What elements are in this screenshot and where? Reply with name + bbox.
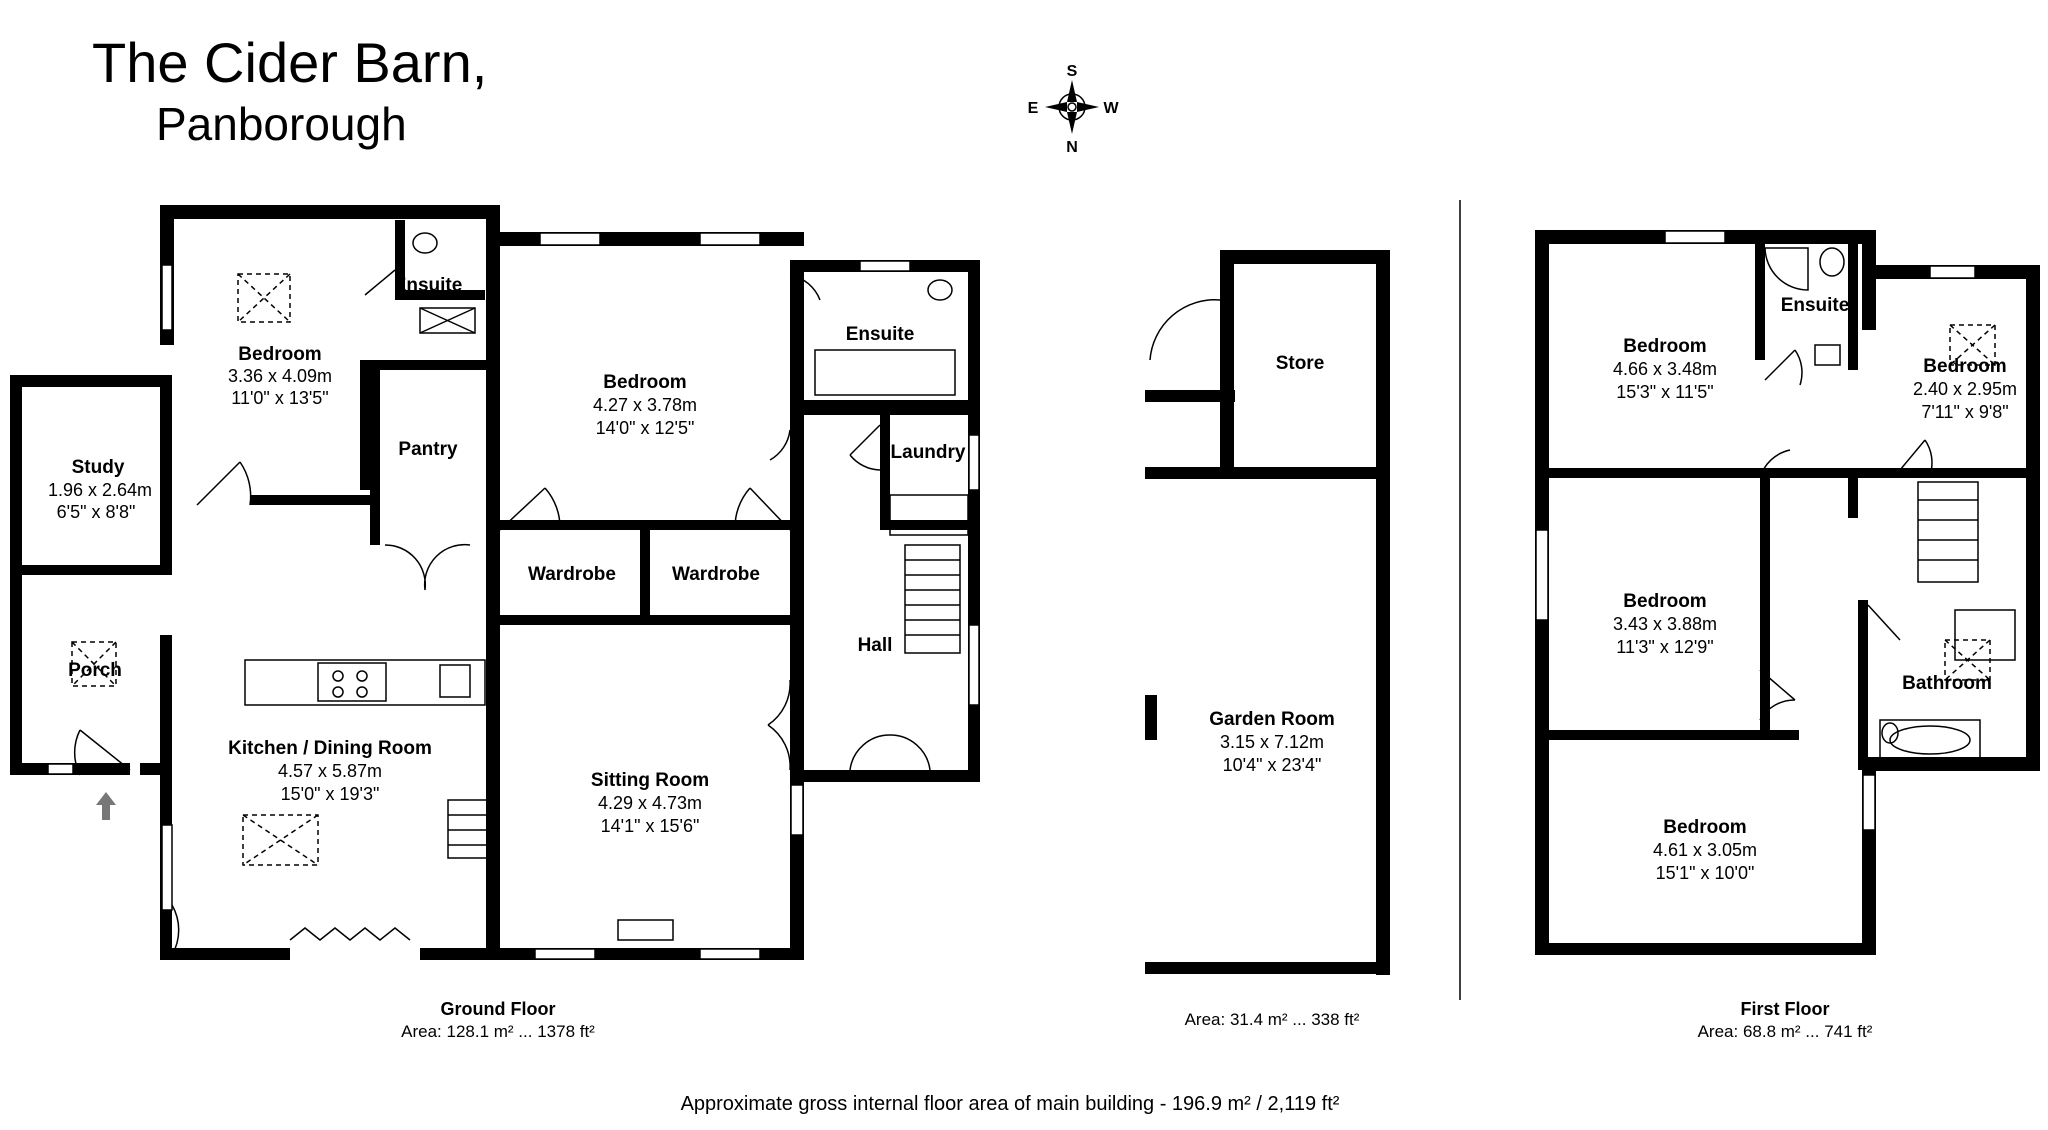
window	[1664, 230, 1726, 244]
title-line2: Panborough	[156, 98, 407, 150]
ground-floor-label: Ground Floor	[441, 999, 556, 1019]
room-metric-bedroom-c: 3.43 x 3.88m	[1613, 614, 1717, 634]
outbuilding-walls	[1145, 250, 1390, 975]
room-imperial-bedroom-2: 14'0" x 12'5"	[596, 418, 695, 438]
window	[699, 232, 761, 246]
room-name-wardrobe-2: Wardrobe	[672, 564, 760, 585]
room-name-ensuite-1: Ensuite	[394, 275, 463, 296]
door-swing	[1149, 299, 1221, 361]
room-imperial-bedroom-a: 15'3" x 11'5"	[1616, 382, 1713, 402]
room-name-bedroom-b: Bedroom	[1923, 356, 2006, 377]
compass-s: S	[1067, 63, 1078, 80]
room-metric-kitchen: 4.57 x 5.87m	[278, 761, 382, 781]
ground-floor-area: Area: 128.1 m² ... 1378 ft²	[401, 1022, 595, 1041]
door-swings	[73, 269, 931, 776]
entrance-arrow-icon	[96, 792, 116, 820]
room-name-bedroom-1: Bedroom	[238, 344, 321, 365]
first-floor-walls	[1535, 230, 2040, 955]
window	[161, 264, 173, 331]
room-imperial-bedroom-1: 11'0" x 13'5"	[231, 388, 328, 408]
room-imperial-garden: 10'4" x 23'4"	[1223, 755, 1322, 775]
room-metric-bedroom-a: 4.66 x 3.48m	[1613, 359, 1717, 379]
window	[968, 624, 980, 706]
room-name-ensuite-ff: Ensuite	[1781, 295, 1850, 316]
room-name-laundry: Laundry	[891, 442, 966, 463]
room-metric-garden: 3.15 x 7.12m	[1220, 732, 1324, 752]
room-name-bedroom-2: Bedroom	[603, 372, 686, 393]
compass-w: W	[1103, 100, 1119, 117]
window	[968, 434, 980, 491]
room-name-wardrobe-1: Wardrobe	[528, 564, 616, 585]
window	[47, 763, 74, 775]
first-floor-label: First Floor	[1741, 999, 1830, 1019]
window	[1929, 265, 1976, 279]
room-name-pantry: Pantry	[398, 439, 458, 460]
compass-e: E	[1028, 100, 1039, 117]
window	[1535, 529, 1549, 621]
room-name-bedroom-d: Bedroom	[1663, 817, 1746, 838]
room-name-bedroom-c: Bedroom	[1623, 591, 1706, 612]
room-metric-bedroom-b: 2.40 x 2.95m	[1913, 379, 2017, 399]
room-name-store: Store	[1276, 353, 1325, 374]
window	[534, 948, 596, 960]
window	[161, 824, 173, 911]
room-name-porch: Porch	[68, 660, 122, 681]
window	[699, 948, 761, 960]
title-line1: The Cider Barn,	[92, 31, 487, 94]
ground-floor-fixtures	[71, 232, 969, 956]
room-name-kitchen: Kitchen / Dining Room	[228, 738, 432, 759]
room-name-ensuite-2: Ensuite	[846, 324, 915, 345]
room-name-hall: Hall	[858, 635, 893, 656]
room-metric-bedroom-2: 4.27 x 3.78m	[593, 395, 697, 415]
room-name-bathroom: Bathroom	[1902, 673, 1992, 694]
window	[859, 260, 911, 272]
room-metric-sitting: 4.29 x 4.73m	[598, 793, 702, 813]
first-floor-fixtures	[1759, 247, 2016, 761]
room-imperial-kitchen: 15'0" x 19'3"	[281, 784, 380, 804]
window	[1862, 774, 1876, 831]
room-metric-bedroom-1: 3.36 x 4.09m	[228, 366, 332, 386]
window	[790, 784, 804, 836]
compass-icon	[1045, 80, 1099, 134]
room-imperial-study: 6'5" x 8'8"	[57, 502, 136, 522]
room-name-garden: Garden Room	[1209, 709, 1335, 730]
window	[539, 232, 601, 246]
room-imperial-bedroom-d: 15'1" x 10'0"	[1656, 863, 1755, 883]
total-area-footer: Approximate gross internal floor area of…	[681, 1093, 1340, 1115]
room-imperial-sitting: 14'1" x 15'6"	[601, 816, 700, 836]
room-metric-study: 1.96 x 2.64m	[48, 480, 152, 500]
first-floor-area: Area: 68.8 m² ... 741 ft²	[1698, 1022, 1873, 1041]
outbuilding-area: Area: 31.4 m² ... 338 ft²	[1185, 1010, 1360, 1029]
room-name-bedroom-a: Bedroom	[1623, 336, 1706, 357]
room-imperial-bedroom-b: 7'11" x 9'8"	[1921, 402, 2008, 422]
room-name-sitting: Sitting Room	[591, 770, 709, 791]
room-imperial-bedroom-c: 11'3" x 12'9"	[1616, 637, 1713, 657]
compass-n: N	[1066, 139, 1078, 156]
room-name-study: Study	[72, 457, 125, 478]
ground-floor-walls	[10, 205, 980, 960]
room-metric-bedroom-d: 4.61 x 3.05m	[1653, 840, 1757, 860]
